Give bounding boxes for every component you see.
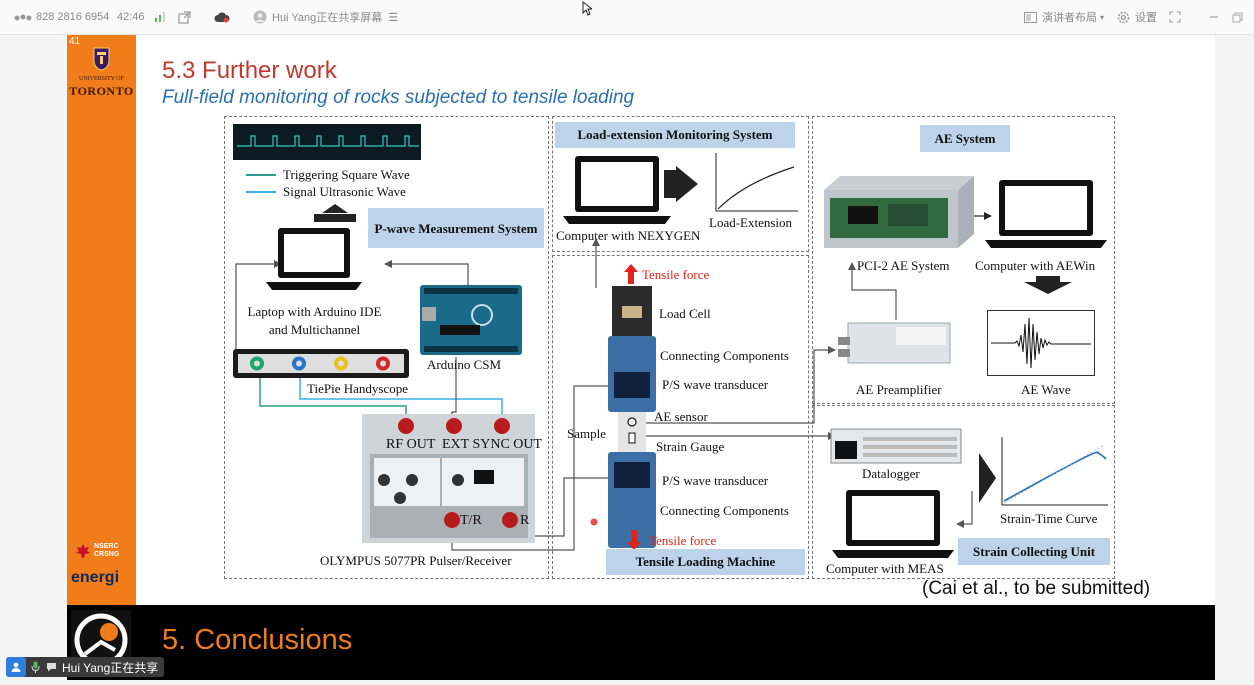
cloud-record-icon[interactable] bbox=[214, 0, 230, 34]
sample-label: Sample bbox=[567, 426, 606, 441]
legend-trigger-label: Triggering Square Wave bbox=[283, 167, 410, 182]
strain-unit-panel bbox=[812, 405, 1115, 579]
gear-icon bbox=[1117, 11, 1130, 23]
computer-aewin-label: Computer with AEWin bbox=[975, 258, 1096, 273]
nserc-logo: NSERC CRSNG bbox=[94, 543, 120, 558]
minimize-icon[interactable] bbox=[1209, 0, 1219, 34]
energi-logo: energi bbox=[71, 569, 120, 586]
ae-wave-image bbox=[987, 310, 1095, 376]
load-extension-title: Load-extension Monitoring System bbox=[555, 122, 795, 148]
ae-sensor-label: AE sensor bbox=[654, 409, 708, 424]
presenter-layout-button[interactable]: 演讲者布局 ▾ bbox=[1024, 0, 1104, 34]
university-line2: TORONTO bbox=[69, 84, 134, 98]
computer-meas-label: Computer with MEAS bbox=[826, 561, 944, 576]
strain-unit-title: Strain Collecting Unit bbox=[958, 538, 1110, 565]
rf-out-label: RF OUT bbox=[386, 437, 436, 452]
arduino-label: Arduino CSM bbox=[427, 357, 502, 372]
laptop-arduino-icon bbox=[266, 228, 362, 290]
ae-preamp-label: AE Preamplifier bbox=[856, 382, 942, 397]
connecting-components-top-label: Connecting Components bbox=[660, 348, 789, 363]
load-cell-image bbox=[612, 286, 652, 338]
strain-gauge-label: Strain Gauge bbox=[656, 439, 725, 454]
strain-time-curve-image bbox=[1001, 437, 1108, 506]
laptop-nexygen-icon bbox=[563, 156, 671, 224]
pwave-system-title: P-wave Measurement System bbox=[368, 208, 544, 248]
menu-lines-icon: ☰ bbox=[388, 11, 399, 24]
settings-button[interactable]: 设置 bbox=[1117, 0, 1157, 34]
university-crest-icon bbox=[93, 47, 110, 71]
tensile-force-top-label: Tensile force bbox=[642, 267, 710, 282]
oscilloscope-wave-image bbox=[233, 124, 421, 160]
signal-dots-icon bbox=[14, 14, 32, 21]
slide-page-number: 41 bbox=[69, 36, 81, 47]
meeting-id: 828 2816 6954 bbox=[36, 11, 110, 23]
tensile-machine-title: Tensile Loading Machine bbox=[606, 549, 805, 575]
tensile-force-down-arrow-icon bbox=[627, 530, 641, 550]
tensile-force-bottom-label: Tensile force bbox=[649, 533, 717, 548]
pci2-label: PCI-2 AE System bbox=[857, 258, 950, 273]
olympus-pulser-image bbox=[362, 414, 535, 543]
meeting-id-group[interactable]: 828 2816 6954 bbox=[14, 0, 109, 34]
ext-sync-out-label: EXT SYNC OUT bbox=[442, 437, 543, 452]
ae-wave-label: AE Wave bbox=[1021, 382, 1071, 397]
red-dot-pointer-icon bbox=[590, 518, 598, 526]
nserc-leaf-icon bbox=[76, 544, 90, 558]
network-bars-icon bbox=[154, 0, 166, 34]
load-cell-label: Load Cell bbox=[659, 306, 711, 321]
connecting-components-bottom-label: Connecting Components bbox=[660, 503, 789, 518]
tr-label: T/R bbox=[460, 513, 482, 528]
chat-icon[interactable] bbox=[46, 662, 57, 672]
meeting-toolbar: 828 2816 6954 42:46 Hui Yang正在共享屏幕 ☰ 演讲者… bbox=[0, 0, 1254, 35]
datalogger-label: Datalogger bbox=[862, 466, 920, 481]
slide-title: 5.3 Further work bbox=[162, 57, 337, 84]
fullscreen-icon[interactable] bbox=[1169, 0, 1181, 34]
meeting-duration: 42:46 bbox=[117, 11, 145, 23]
tensile-panel bbox=[552, 255, 809, 579]
sharing-status-label: Hui Yang正在共享 bbox=[62, 660, 159, 675]
legend-signal-label: Signal Ultrasonic Wave bbox=[283, 184, 406, 199]
tensile-force-up-arrow-icon bbox=[624, 264, 638, 284]
specimen-assembly-image bbox=[608, 336, 656, 548]
load-extension-label: Load-Extension bbox=[709, 215, 793, 230]
legend-signal-line-icon bbox=[246, 191, 276, 193]
sharer-label: Hui Yang正在共享屏幕 bbox=[272, 12, 383, 24]
avatar-icon bbox=[253, 10, 267, 24]
pci2-card-image bbox=[824, 176, 974, 248]
slide-subtitle: Full-field monitoring of rocks subjected… bbox=[162, 87, 635, 108]
ae-system-panel bbox=[812, 116, 1115, 404]
slide-sidebar bbox=[67, 35, 136, 605]
microphone-icon[interactable] bbox=[31, 661, 40, 673]
laptop-meas-icon bbox=[832, 490, 954, 558]
mouse-cursor-icon bbox=[582, 1, 592, 16]
ps-transducer-top-label: P/S wave transducer bbox=[662, 377, 769, 392]
r-label: R bbox=[520, 513, 530, 528]
strain-time-curve-label: Strain-Time Curve bbox=[1000, 511, 1098, 526]
computer-nexygen-label: Computer with NEXYGEN bbox=[556, 228, 701, 243]
pwave-panel bbox=[224, 116, 549, 579]
laptop-arduino-label: Laptop with Arduino IDE and Multichannel bbox=[247, 304, 382, 337]
arduino-board-image bbox=[420, 285, 522, 355]
olympus-label: OLYMPUS 5077PR Pulser/Receiver bbox=[320, 553, 512, 568]
laptop-aewin-icon bbox=[985, 180, 1107, 248]
ae-system-title: AE System bbox=[920, 125, 1010, 152]
person-icon[interactable] bbox=[6, 657, 26, 677]
legend-trigger-line-icon bbox=[246, 174, 276, 176]
datalogger-image bbox=[830, 428, 962, 464]
tiepie-label: TiePie Handyscope bbox=[307, 381, 408, 396]
sharer-group[interactable]: Hui Yang正在共享屏幕 ☰ bbox=[253, 0, 398, 34]
chevron-down-icon: ▾ bbox=[1100, 12, 1105, 22]
ps-transducer-bottom-label: P/S wave transducer bbox=[662, 473, 769, 488]
popout-icon[interactable] bbox=[178, 0, 191, 34]
sharing-status-bar[interactable]: Hui Yang正在共享 bbox=[6, 657, 165, 677]
citation: (Cai et al., to be submitted) bbox=[922, 578, 1151, 599]
next-slide-strip bbox=[67, 605, 1215, 680]
conclusions-heading: 5. Conclusions bbox=[162, 624, 353, 656]
layout-icon bbox=[1024, 11, 1037, 23]
ae-preamplifier-image bbox=[838, 322, 951, 364]
restore-window-icon[interactable] bbox=[1232, 0, 1243, 34]
tiepie-handyscope-image bbox=[233, 349, 409, 378]
university-line1: UNIVERSITY OF bbox=[79, 76, 124, 82]
load-extension-curve-icon bbox=[715, 153, 798, 212]
load-extension-panel bbox=[552, 116, 809, 252]
